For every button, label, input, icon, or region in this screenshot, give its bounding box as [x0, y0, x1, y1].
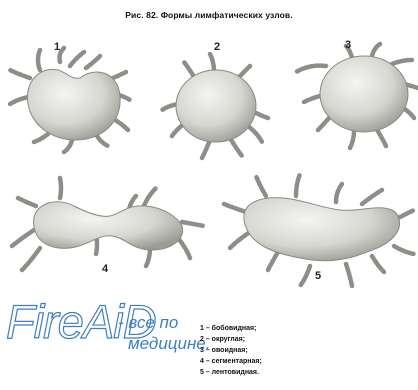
node-ovoid	[296, 44, 418, 148]
legend-item: 1 – бобовидная;	[200, 323, 262, 334]
legend-item: 4 – сегментарная;	[200, 356, 262, 367]
node-round	[162, 54, 268, 158]
legend-item: 3 – овоидная;	[200, 345, 262, 356]
shape-legend: 1 – бобовидная; 2 – округлая; 3 – овоидн…	[200, 323, 262, 378]
figure-number-5: 5	[315, 270, 321, 282]
node-bean-shaped	[10, 48, 130, 152]
figure-number-4: 4	[102, 263, 109, 275]
legend-item: 2 – округлая;	[200, 334, 262, 345]
slogan-line-1: - все по	[118, 312, 210, 333]
figure-number-2: 2	[214, 41, 220, 53]
watermark-slogan: - все по медицине.	[118, 312, 210, 354]
slogan-line-2: медицине.	[128, 333, 210, 354]
node-segmented	[12, 178, 204, 270]
legend-item: 5 – лентовидная.	[200, 367, 262, 378]
figure-number-1: 1	[54, 41, 60, 53]
figure-number-3: 3	[345, 39, 351, 51]
